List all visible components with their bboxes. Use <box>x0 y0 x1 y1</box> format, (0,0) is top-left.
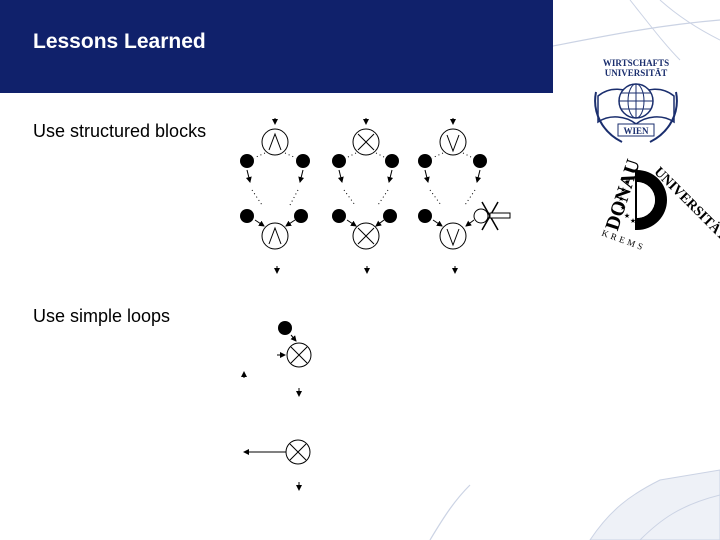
slide-title: Lessons Learned <box>33 30 206 53</box>
task-node <box>383 209 397 223</box>
task-node <box>240 154 254 168</box>
wu-logo-line1: WIRTSCHAFTS <box>603 58 669 68</box>
and-block <box>240 118 310 274</box>
task-node <box>385 154 399 168</box>
svg-text:★: ★ <box>630 217 636 225</box>
or-join-gate-icon <box>439 222 467 250</box>
task-node-open <box>473 208 489 224</box>
wu-logo-line3: WIEN <box>623 126 649 136</box>
task-node <box>240 209 254 223</box>
svg-text:★: ★ <box>618 195 624 203</box>
globe-book-icon <box>597 83 675 125</box>
task-node <box>473 154 487 168</box>
top-right-swoosh <box>552 19 720 47</box>
bottom-right-swoosh <box>429 484 471 540</box>
and-join-gate-icon <box>261 222 289 250</box>
svg-text:★: ★ <box>620 204 626 212</box>
task-node <box>418 209 432 223</box>
or-split-gate-icon <box>439 128 467 156</box>
svg-text:★: ★ <box>624 212 630 220</box>
task-node <box>332 209 346 223</box>
donau-logo-bottom: KREMS <box>600 228 647 253</box>
title-bar <box>0 0 553 93</box>
task-node <box>296 154 310 168</box>
xor-block <box>332 118 399 274</box>
cross-out-icon <box>481 201 511 231</box>
or-block <box>418 118 511 274</box>
svg-text:★: ★ <box>620 186 626 194</box>
task-node <box>294 209 308 223</box>
laurel-icon <box>594 91 678 143</box>
loop-start-node <box>278 321 292 335</box>
donau-half-disc-icon <box>637 170 667 230</box>
wu-logo-line2: UNIVERSITÄT <box>605 68 668 78</box>
bullet-structured-blocks: Use structured blocks <box>33 121 207 141</box>
task-node <box>418 154 432 168</box>
svg-text:★: ★ <box>624 178 630 186</box>
bullet-simple-loops: Use simple loops <box>33 306 171 326</box>
task-node <box>332 154 346 168</box>
and-split-gate-icon <box>261 128 289 156</box>
